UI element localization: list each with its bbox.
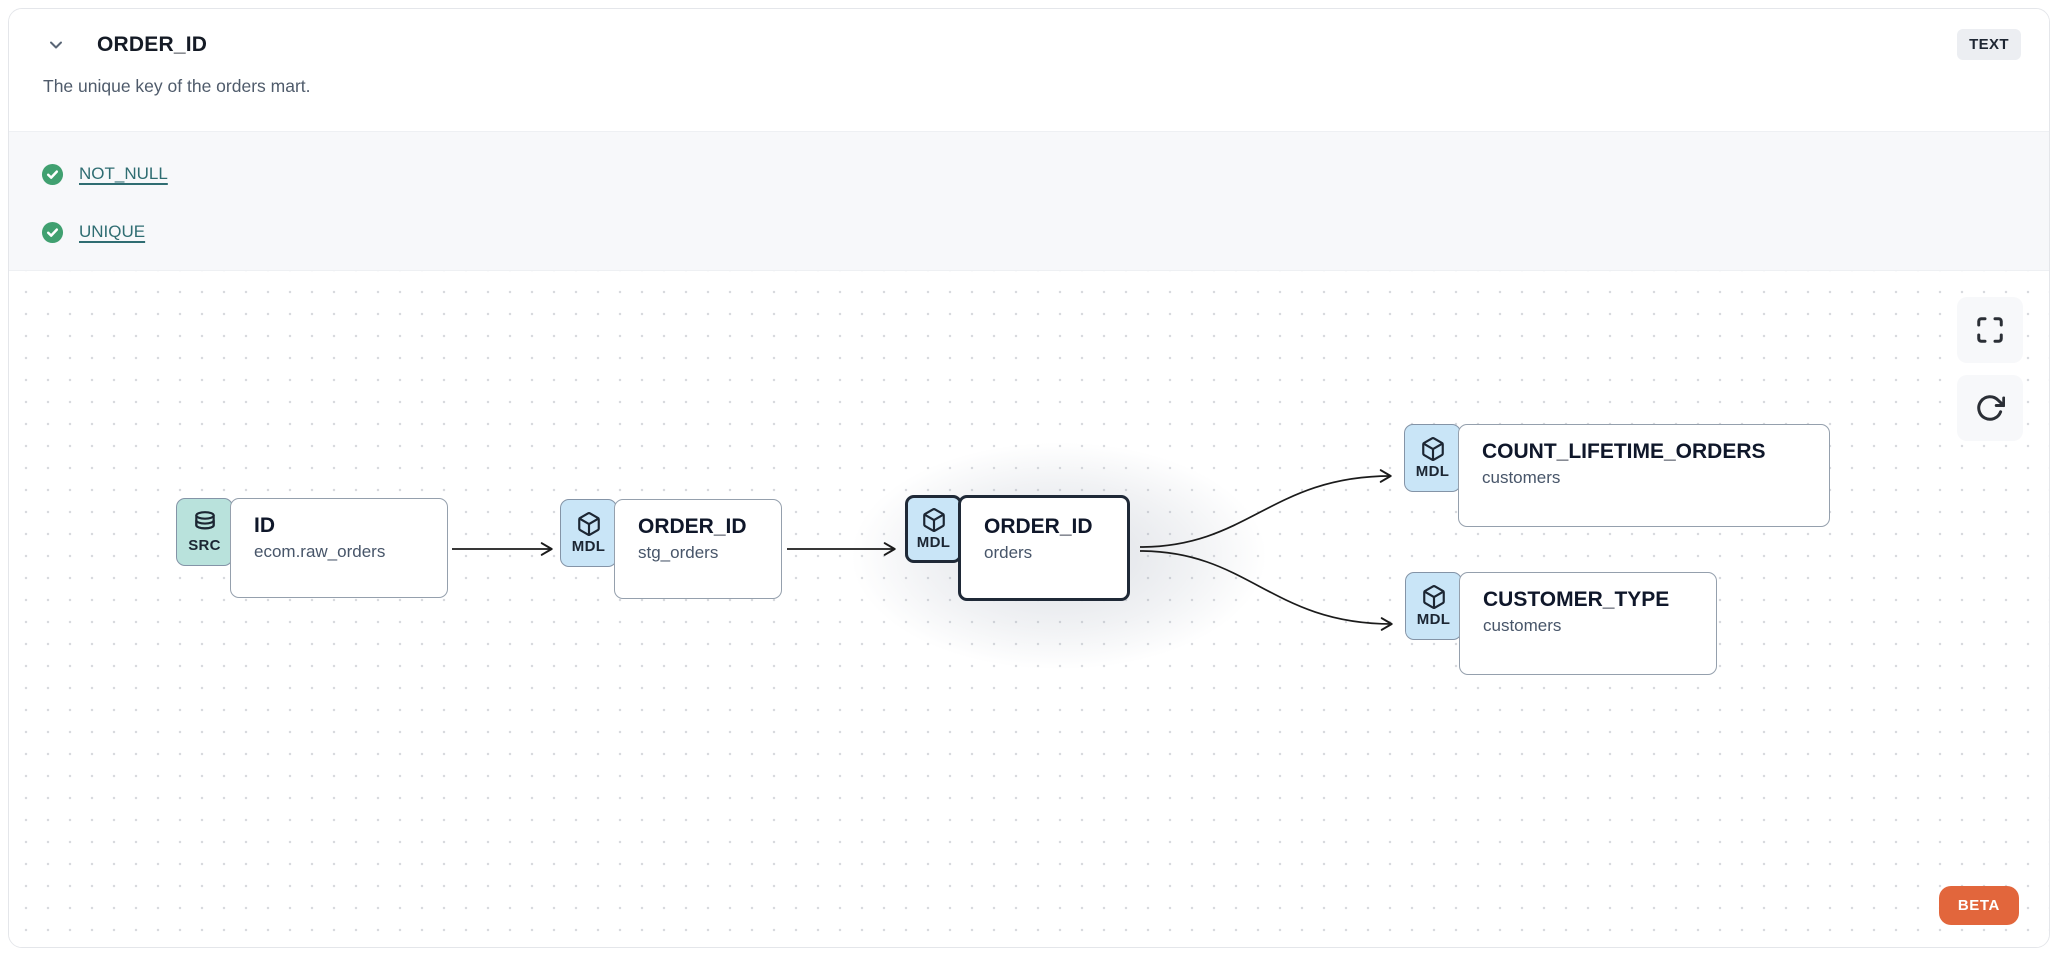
node-title: ID (254, 514, 275, 537)
node-title: CUSTOMER_TYPE (1483, 588, 1670, 611)
cube-icon (1421, 584, 1447, 610)
collapse-button[interactable] (41, 30, 71, 60)
node-card: CUSTOMER_TYPE customers (1459, 572, 1717, 675)
chevron-down-icon (46, 35, 66, 55)
node-kind-badge: MDL (560, 499, 617, 567)
node-kind-badge: SRC (176, 498, 233, 566)
check-circle-icon (41, 163, 64, 186)
refresh-button[interactable] (1957, 375, 2023, 441)
node-kind-label: MDL (916, 534, 951, 551)
test-item: UNIQUE (41, 220, 2049, 244)
node-kind-label: MDL (1416, 611, 1451, 628)
node-subtitle: customers (1483, 616, 1562, 636)
node-card: ID ecom.raw_orders (230, 498, 448, 598)
lineage-node-count-lifetime-orders[interactable]: MDL COUNT_LIFETIME_ORDERS customers (1404, 424, 1830, 527)
database-icon (192, 510, 218, 536)
fullscreen-button[interactable] (1957, 297, 2023, 363)
lineage-edges (452, 469, 1393, 631)
node-subtitle: orders (984, 543, 1033, 563)
node-subtitle: ecom.raw_orders (254, 542, 386, 562)
cube-icon (576, 511, 602, 537)
column-details-panel: ORDER_ID TEXT The unique key of the orde… (8, 8, 2050, 948)
column-type-badge: TEXT (1957, 29, 2021, 60)
lineage-node-order-id-stg-orders[interactable]: MDL ORDER_ID stg_orders (560, 499, 782, 599)
node-subtitle: customers (1482, 468, 1561, 488)
node-card: ORDER_ID orders (958, 495, 1130, 601)
column-description: The unique key of the orders mart. (43, 76, 311, 96)
node-kind-label: MDL (1415, 463, 1450, 480)
node-card: COUNT_LIFETIME_ORDERS customers (1458, 424, 1830, 527)
column-title: ORDER_ID (97, 32, 208, 56)
cube-icon (1420, 436, 1446, 462)
test-item: NOT_NULL (41, 162, 2049, 186)
test-link-unique[interactable]: UNIQUE (79, 222, 146, 241)
lineage-canvas[interactable]: SRC ID ecom.raw_orders MDL ORDER_ID stg_… (9, 271, 2049, 947)
canvas-controls (1957, 297, 2023, 441)
node-card: ORDER_ID stg_orders (614, 499, 782, 599)
tests-section: NOT_NULL UNIQUE (9, 131, 2049, 271)
node-title: COUNT_LIFETIME_ORDERS (1482, 440, 1766, 463)
node-title: ORDER_ID (984, 515, 1093, 538)
lineage-node-order-id-orders[interactable]: MDL ORDER_ID orders (905, 495, 1130, 601)
node-kind-label: MDL (571, 538, 606, 555)
lineage-node-customer-type[interactable]: MDL CUSTOMER_TYPE customers (1405, 572, 1717, 675)
node-kind-badge: MDL (1405, 572, 1462, 640)
lineage-node-id-raw-orders[interactable]: SRC ID ecom.raw_orders (176, 498, 448, 598)
fullscreen-icon (1975, 315, 2005, 345)
check-circle-icon (41, 221, 64, 244)
panel-header: ORDER_ID TEXT The unique key of the orde… (9, 9, 2049, 131)
beta-badge: BETA (1938, 886, 2019, 925)
node-kind-badge: MDL (1404, 424, 1461, 492)
node-kind-label: SRC (188, 537, 221, 554)
test-link-not-null[interactable]: NOT_NULL (79, 164, 168, 183)
node-subtitle: stg_orders (638, 543, 719, 563)
refresh-icon (1975, 393, 2005, 423)
node-title: ORDER_ID (638, 515, 747, 538)
node-kind-badge: MDL (905, 495, 962, 563)
cube-icon (921, 507, 947, 533)
